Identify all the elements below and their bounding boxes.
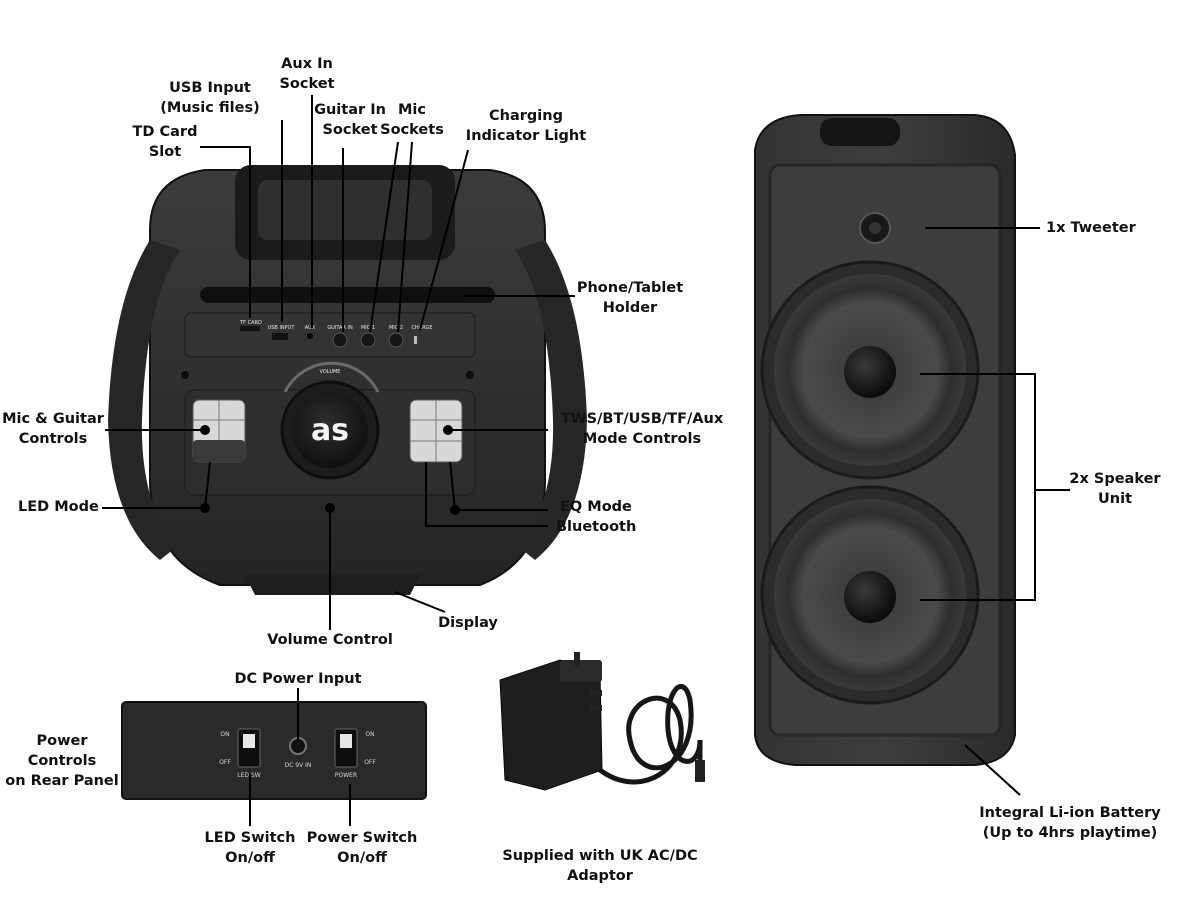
led-mode-pad [193, 440, 245, 462]
screw-hole-right [466, 371, 474, 379]
label-aux-in: Aux In Socket [279, 56, 335, 92]
led-on-label: ON [220, 731, 229, 738]
dc-in-label: DC 9V IN [285, 762, 312, 769]
adaptor-pin [590, 705, 602, 711]
label-battery: Integral Li-ion Battery (Up to 4hrs play… [979, 805, 1161, 841]
label-speaker-unit: 2x Speaker Unit [1069, 471, 1161, 507]
label-power-controls: Power Controls on Rear Panel [5, 733, 119, 789]
tf-card-slot [240, 326, 260, 331]
charge-label: CHARGE [411, 325, 432, 331]
label-phone-holder: Phone/Tablet Holder [576, 280, 684, 316]
tweeter-dome [869, 222, 881, 234]
label-charging: Charging Indicator Light [465, 108, 587, 144]
input-panel [184, 312, 476, 358]
label-power-switch: Power Switch On/off [306, 830, 418, 866]
leader-mic2 [397, 141, 413, 333]
woofer-top-dustcap [844, 346, 896, 398]
woofer-bottom-dustcap [844, 571, 896, 623]
tf-card-label: TF CARD [239, 320, 262, 326]
screw-hole-left [181, 371, 189, 379]
handle-grip [258, 180, 432, 240]
leader-display [394, 591, 446, 613]
label-dc-power: DC Power Input [234, 671, 362, 687]
mic2-port [388, 332, 404, 348]
label-tws: TWS/BT/USB/TF/Aux Mode Controls [560, 411, 724, 447]
leader-bluetooth [425, 462, 548, 527]
aux-port [307, 333, 313, 339]
display-window [245, 575, 420, 595]
leader-battery [964, 744, 1021, 796]
phone-holder-slot [200, 287, 495, 303]
label-led-mode: LED Mode [18, 499, 99, 515]
volume-label: VOLUME [320, 369, 341, 375]
label-adaptor: Supplied with UK AC/DC Adaptor [502, 848, 698, 884]
rear-panel-view: ON OFF LED SW DC 9V IN ON OFF POWER [121, 701, 427, 800]
dot-volume [325, 503, 335, 513]
power-switch-rocker [340, 734, 352, 748]
usb-input-label: USB INPUT [268, 325, 296, 331]
power-off-label: OFF [364, 759, 376, 766]
led-off-label: OFF [219, 759, 231, 766]
charge-led [414, 336, 417, 344]
label-bluetooth: Bluetooth [556, 519, 637, 535]
led-switch-rocker [243, 734, 255, 748]
leader-speakers [920, 373, 1036, 601]
label-td-card: TD Card Slot [132, 124, 198, 160]
leader-mic1 [369, 141, 399, 333]
label-volume: Volume Control [267, 632, 393, 648]
guitar-in-port [332, 332, 348, 348]
adaptor-pin [574, 652, 580, 666]
dc-input-jack [289, 737, 307, 755]
guitar-in-label: GUITAR IN [327, 325, 353, 331]
leader-td-card [200, 146, 251, 318]
dot-eq [450, 505, 460, 515]
brand-logo: as [311, 413, 349, 448]
adaptor-pin [590, 690, 602, 696]
power-on-label: ON [365, 731, 374, 738]
adaptor-plug-face [560, 660, 602, 682]
speaker-front-view [754, 114, 1016, 766]
dot-mic-guitar [200, 425, 210, 435]
label-mic-sockets: Mic Sockets [380, 102, 444, 138]
volume-knob [292, 392, 368, 468]
speaker-top-view: TF CARD USB INPUT AUX GUITAR IN MIC 1 MI… [108, 165, 587, 595]
adaptor-cable [598, 684, 703, 785]
label-usb-input: USB Input (Music files) [160, 80, 260, 116]
label-led-switch: LED Switch On/off [204, 830, 296, 866]
dot-led-mode [200, 503, 210, 513]
leader-dots [200, 425, 460, 515]
leader-charge [419, 149, 469, 331]
aux-label: AUX [305, 325, 316, 331]
label-mic-guitar: Mic & Guitar Controls [2, 411, 104, 447]
leader-lines [102, 95, 1070, 826]
label-display: Display [438, 615, 498, 631]
adaptor-dc-plug [695, 760, 705, 782]
top-handle [820, 118, 900, 146]
power-label: POWER [335, 772, 357, 779]
body-rim-right [515, 240, 587, 560]
label-eq-mode: EQ Mode [560, 499, 632, 515]
label-tweeter: 1x Tweeter [1046, 220, 1136, 236]
usb-port [272, 333, 288, 340]
power-adaptor [499, 652, 705, 791]
dot-tws [443, 425, 453, 435]
volume-arc [283, 361, 380, 393]
rear-panel [121, 701, 427, 800]
mic1-port [360, 332, 376, 348]
mic1-label: MIC 1 [361, 325, 375, 331]
body-rim-left [108, 240, 180, 560]
label-guitar-in: Guitar In Socket [314, 102, 386, 138]
mic2-label: MIC 2 [389, 325, 403, 331]
